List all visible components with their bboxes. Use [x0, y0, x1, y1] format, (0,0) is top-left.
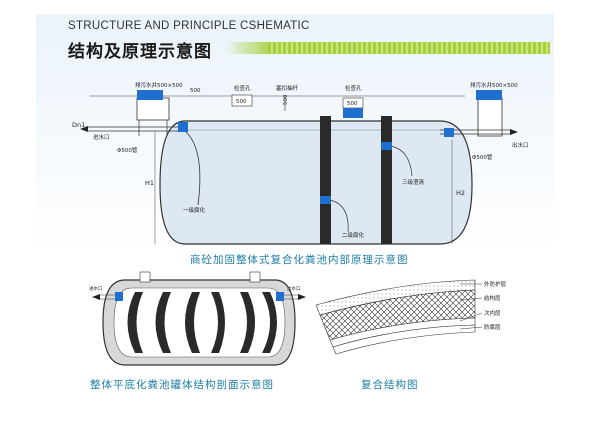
flat-tank-inner — [113, 287, 286, 358]
outlet-coupling — [444, 128, 454, 137]
layer-label-4: 防腐层 — [484, 323, 501, 331]
tank-body — [159, 120, 473, 245]
label-flat-out: 出水口 — [287, 285, 301, 292]
label-500-v: 500 — [283, 94, 289, 105]
layer-label-3: 次内层 — [484, 309, 501, 317]
label-stage-1: 一级腐化 — [183, 206, 206, 214]
inlet-well — [136, 97, 170, 121]
label-pipe-in: Φ500管 — [117, 146, 138, 154]
label-h1: H1 — [145, 179, 154, 187]
label-outlet-well: 排污水井500×500 — [470, 81, 518, 89]
flat-outlet-coupling — [276, 292, 284, 301]
label-pipe-out: Φ500管 — [472, 153, 493, 161]
layer-anticorrosion — [332, 324, 476, 355]
inlet-arrow — [80, 126, 88, 132]
label-inlet-well: 排污水井500×500 — [135, 81, 183, 89]
outlet-well-cover — [476, 90, 502, 100]
decor-stripe — [268, 42, 550, 54]
decor-stripe-fade — [225, 42, 270, 54]
label-stage-3: 三级澄清 — [402, 178, 425, 186]
label-500-a: 500 — [190, 88, 201, 94]
label-inspect-1: 检查孔 — [234, 84, 251, 92]
label-500-c: 500 — [347, 101, 358, 107]
baffle-1-hole — [320, 196, 331, 204]
label-dn1: Dn1 — [72, 121, 85, 129]
label-inspect-2: 检查孔 — [345, 84, 362, 92]
title-chinese: 结构及原理示意图 — [68, 42, 212, 62]
flat-bottom-tank-section — [92, 271, 306, 366]
septic-tank-section — [80, 90, 518, 245]
composite-structure — [315, 279, 483, 355]
baffle-2-hole — [381, 142, 392, 150]
label-outlet-port: 出水口 — [512, 141, 529, 149]
label-inlet-port: 进水口 — [93, 133, 110, 141]
baffle-2 — [381, 116, 392, 244]
caption-top-diagram: 商砼加固整体式复合化粪池内部原理示意图 — [190, 254, 409, 266]
inlet-dip-pipe — [185, 131, 201, 206]
caption-flat-tank: 整体平底化粪池罐体结构剖面示意图 — [90, 379, 274, 391]
layer-label-1: 外防护层 — [484, 280, 507, 288]
title-english: STRUCTURE AND PRINCIPLE CSHEMATIC — [68, 20, 310, 32]
label-vent: 塞扣抽杆 — [276, 84, 299, 92]
baffle-1 — [320, 116, 331, 244]
label-500-b: 500 — [236, 99, 247, 105]
inspection-cover-2 — [343, 108, 363, 118]
inspection-hole-1 — [231, 94, 253, 107]
inlet-well-cover — [137, 90, 163, 100]
flat-inlet-coupling — [115, 292, 123, 301]
caption-composite: 复合结构图 — [361, 379, 419, 391]
inlet-coupling — [178, 122, 188, 132]
label-h2: H2 — [456, 189, 465, 197]
outlet-arrow — [510, 129, 518, 135]
layer-label-2: 结构层 — [484, 294, 501, 302]
label-stage-2: 二级腐化 — [342, 231, 365, 239]
label-flat-in: 进水口 — [89, 285, 103, 292]
